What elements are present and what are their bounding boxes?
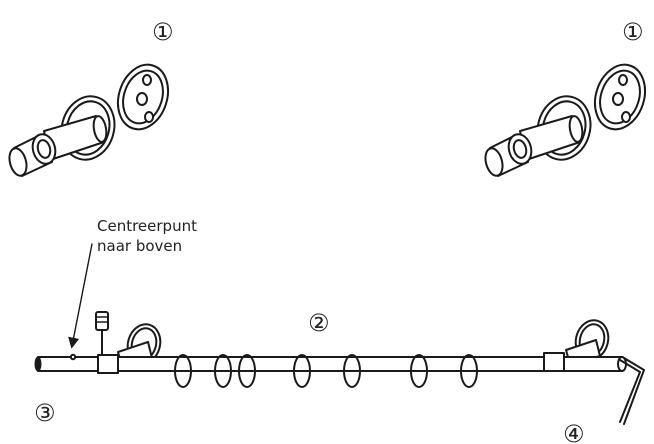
annotation-line-2: naar boven (97, 237, 182, 255)
centering-point (69, 353, 77, 361)
curtain-ring (214, 354, 232, 388)
curtain-rings (174, 354, 478, 388)
rod-holder-right (543, 352, 565, 372)
bracket-left: ① (8, 18, 174, 177)
label-bracket-right: ① (622, 18, 644, 46)
label-hex-key: ④ (563, 420, 585, 444)
mounting-plate-right (594, 63, 646, 131)
centering-point-annotation: Centreerpunt naar boven (68, 217, 197, 349)
curtain-ring (343, 354, 361, 388)
annotation-line-1: Centreerpunt (97, 217, 197, 235)
label-rod-end: ③ (34, 399, 56, 427)
rod-holder-left (97, 354, 119, 374)
label-rod: ② (308, 309, 330, 337)
bracket-right: ① (484, 18, 646, 177)
set-screw (95, 311, 109, 356)
rod-end-cap-left (34, 356, 42, 372)
holder-cup-left (8, 133, 57, 177)
hex-key (619, 357, 645, 425)
curtain-ring (238, 354, 256, 388)
label-bracket-left: ① (152, 18, 174, 46)
curtain-ring (293, 354, 311, 388)
curtain-ring (460, 354, 478, 388)
mounting-plate-left (117, 63, 169, 131)
holder-cup-right (484, 133, 533, 177)
curtain-ring (174, 354, 192, 388)
rod-tube (37, 356, 623, 372)
assembled-rod: ② (34, 309, 645, 425)
curtain-ring (410, 354, 428, 388)
annotation-arrow (68, 243, 93, 349)
